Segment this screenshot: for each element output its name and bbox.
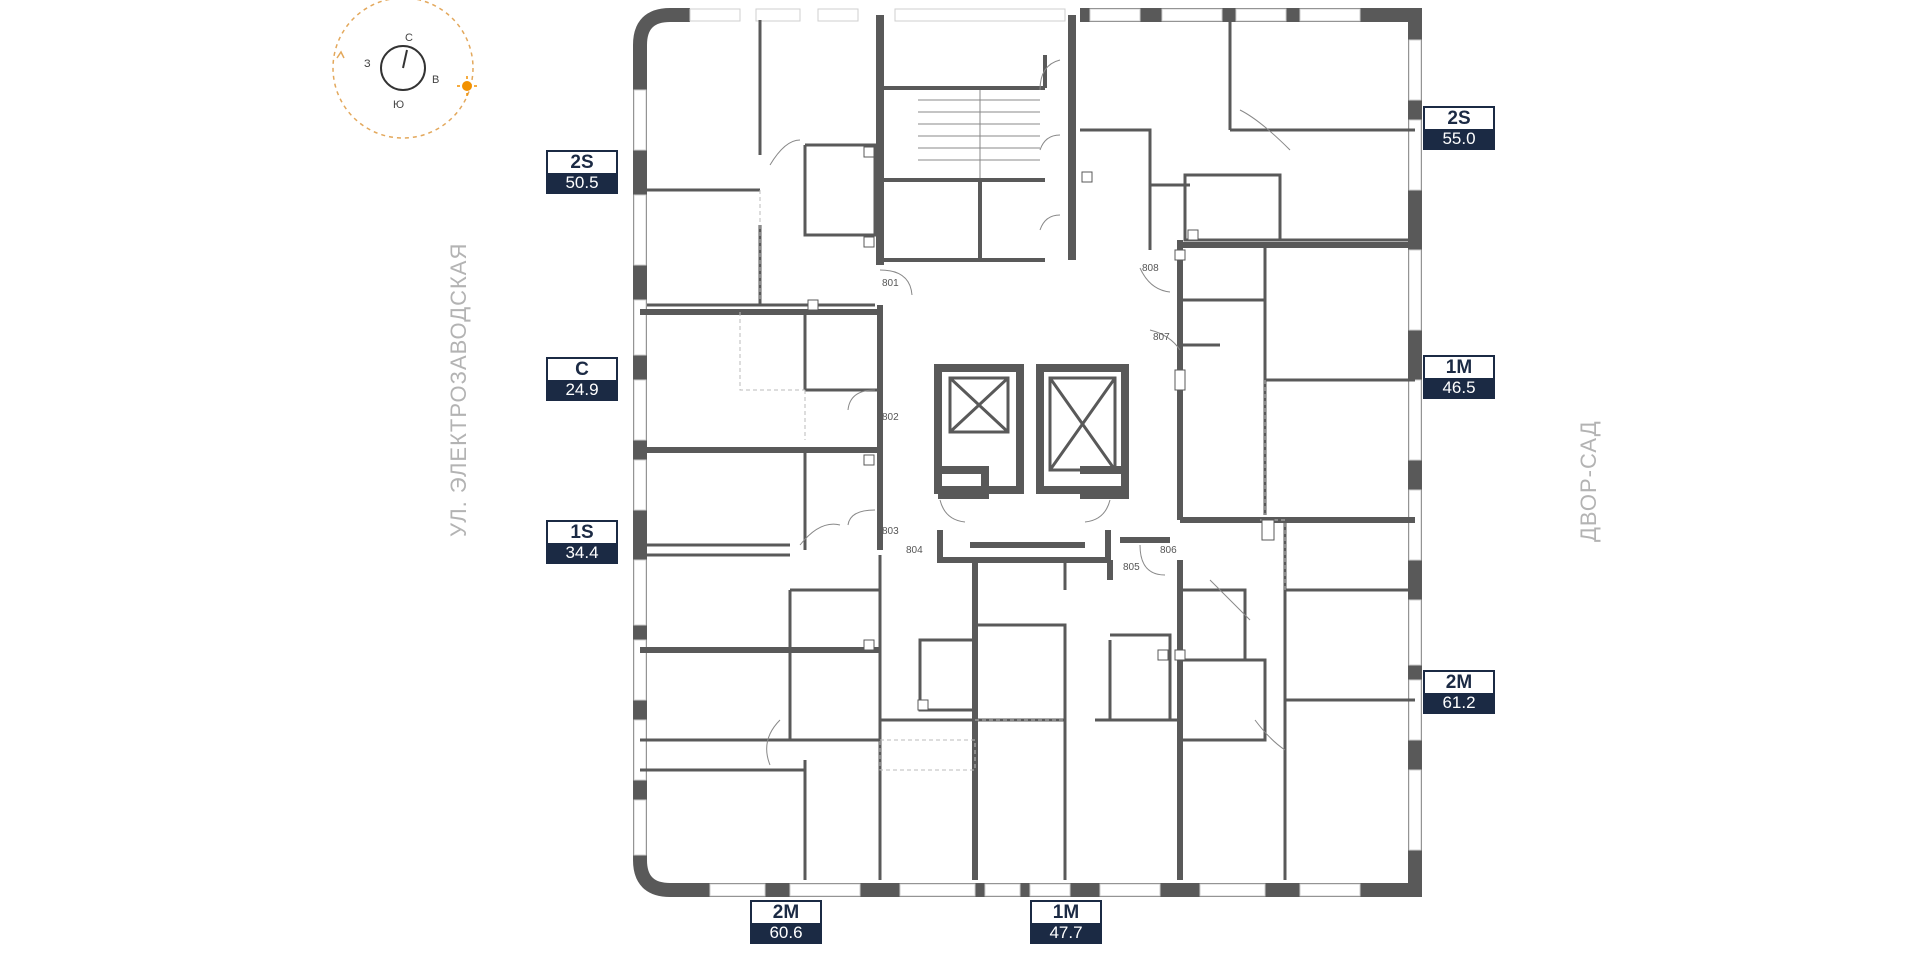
apartment-number-806: 806 (1160, 545, 1177, 556)
arc-arrow-icon (336, 50, 345, 59)
unit-type: 1S (548, 522, 616, 543)
street-right-label: ДВОР-САД (1576, 420, 1601, 542)
unit-area: 60.6 (752, 923, 820, 942)
door-swings (766, 59, 1291, 766)
unit-type: C (548, 359, 616, 380)
compass-north-label: С (405, 32, 413, 44)
unit-tag-right-mid[interactable]: 1M 46.5 (1423, 355, 1495, 399)
unit-tag-left-low[interactable]: 1S 34.4 (546, 520, 618, 564)
apartment-number-801: 801 (882, 278, 899, 289)
unit-area: 24.9 (548, 380, 616, 399)
unit-area: 46.5 (1425, 378, 1493, 397)
unit-tag-right-top[interactable]: 2S 55.0 (1423, 106, 1495, 150)
unit-type: 2M (1425, 672, 1493, 693)
apartment-number-807: 807 (1153, 332, 1170, 343)
unit-type: 2M (752, 902, 820, 923)
unit-tag-bottom-mid[interactable]: 1M 47.7 (1030, 900, 1102, 944)
unit-tag-left-mid[interactable]: C 24.9 (546, 357, 618, 401)
unit-area: 61.2 (1425, 693, 1493, 712)
windows (633, 8, 1422, 897)
apartment-number-802: 802 (882, 412, 899, 423)
unit-area: 34.4 (548, 543, 616, 562)
compass-west-label: З (364, 58, 371, 70)
unit-area: 50.5 (548, 173, 616, 192)
unit-area: 47.7 (1032, 923, 1100, 942)
sun-icon (457, 76, 477, 96)
compass-east-label: В (432, 74, 440, 86)
apartment-number-805: 805 (1123, 562, 1140, 573)
unit-type: 1M (1032, 902, 1100, 923)
unit-type: 1M (1425, 357, 1493, 378)
unit-area: 55.0 (1425, 129, 1493, 148)
outer-walls (633, 8, 1422, 897)
unit-type: 2S (1425, 108, 1493, 129)
compass (332, 0, 477, 139)
unit-tag-left-top[interactable]: 2S 50.5 (546, 150, 618, 194)
dashed-zones (739, 190, 1286, 771)
vents (807, 146, 1275, 711)
apartment-number-804: 804 (906, 545, 923, 556)
apartment-number-808: 808 (1142, 263, 1159, 274)
interior-walls (640, 15, 1415, 880)
unit-type: 2S (548, 152, 616, 173)
compass-south-label: Ю (393, 99, 405, 111)
apartment-number-803: 803 (882, 526, 899, 537)
street-left-label: УЛ. ЭЛЕКТРОЗАВОДСКАЯ (446, 242, 471, 537)
unit-tag-bottom-left[interactable]: 2M 60.6 (750, 900, 822, 944)
unit-tag-right-low[interactable]: 2M 61.2 (1423, 670, 1495, 714)
